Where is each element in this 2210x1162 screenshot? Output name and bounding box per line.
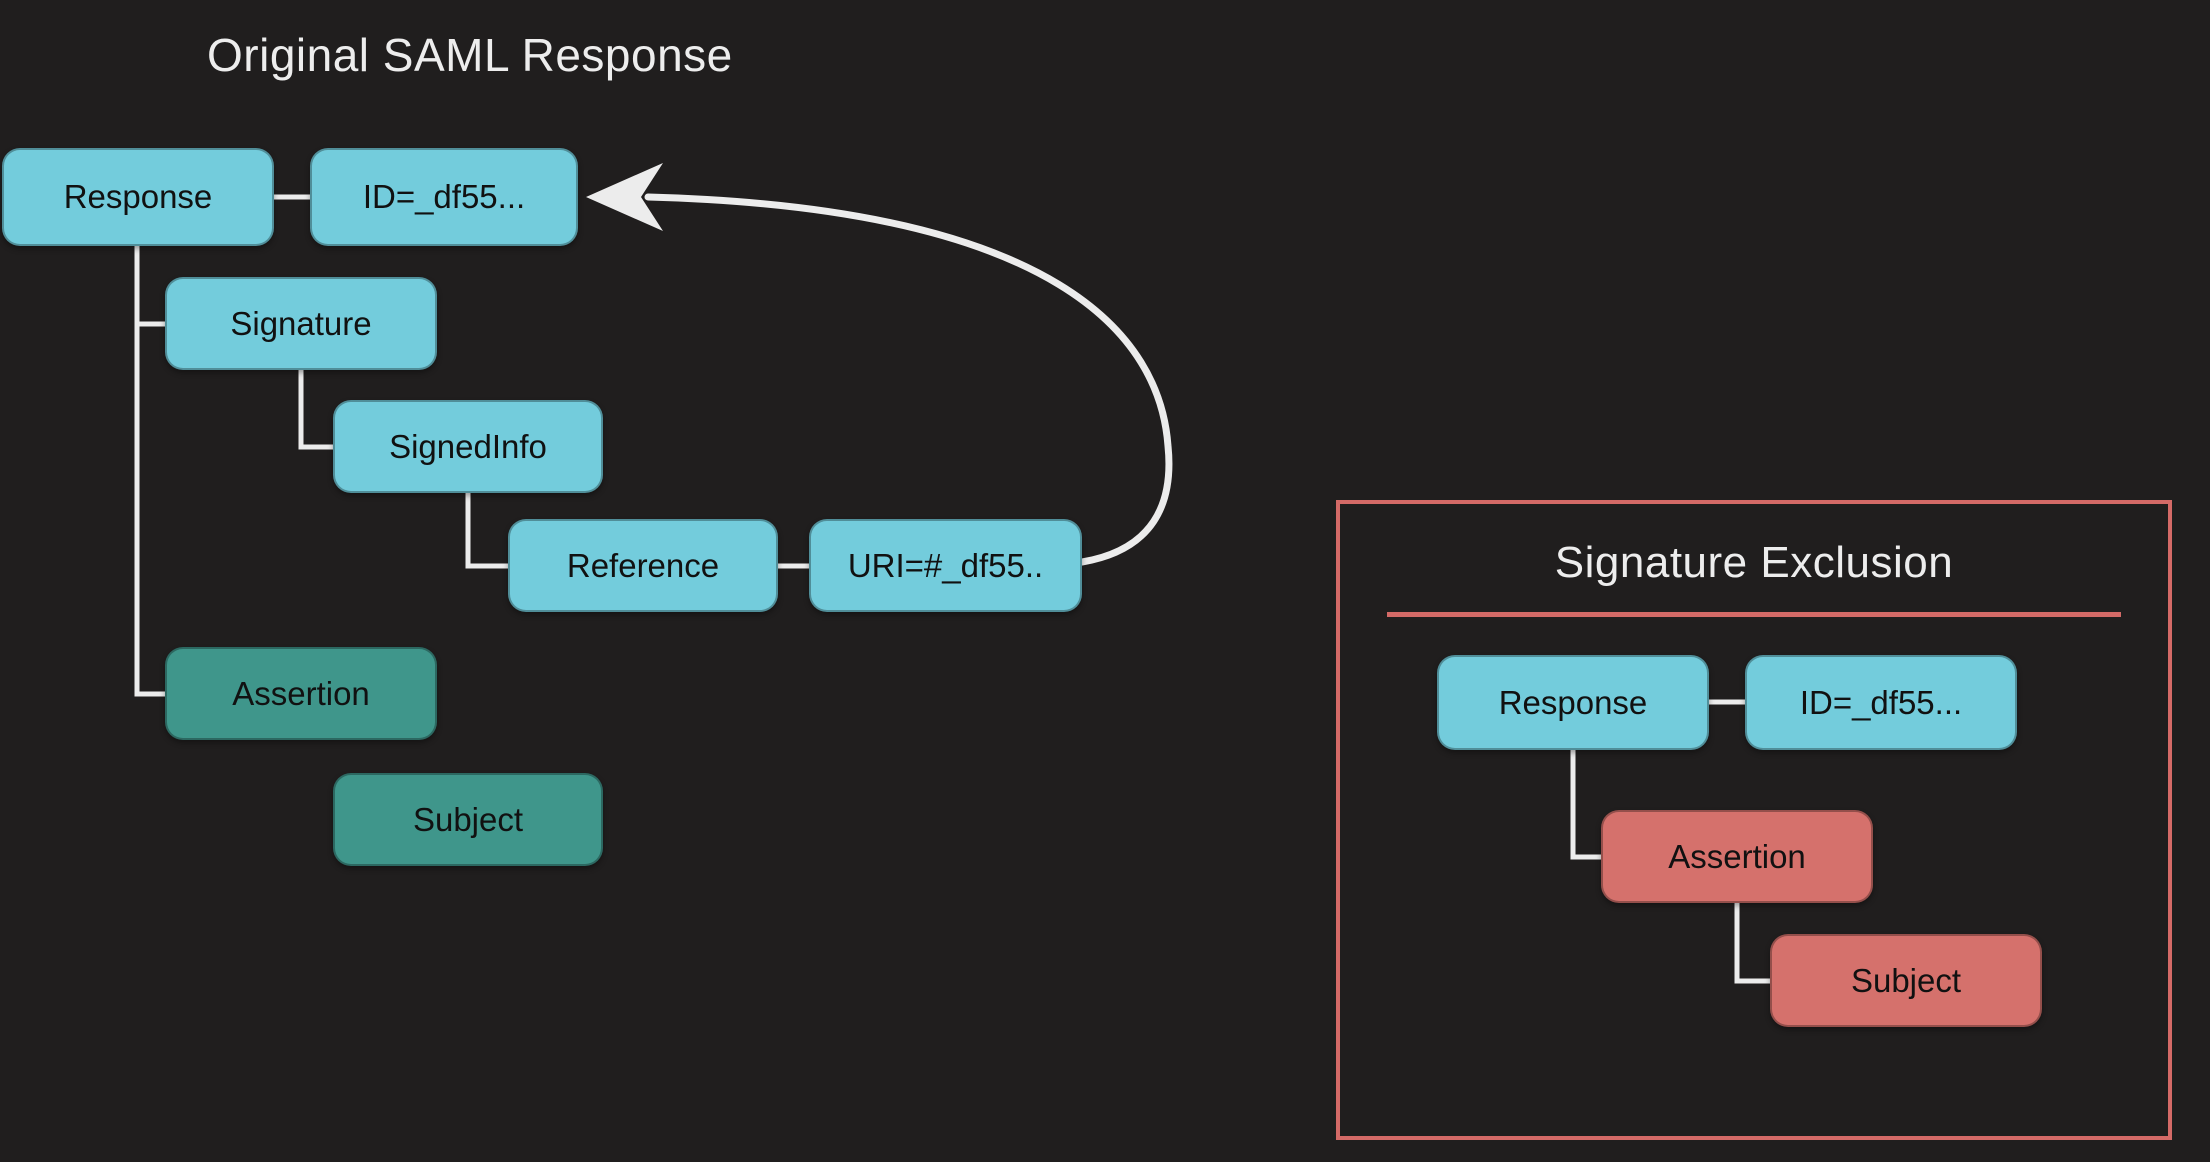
node-right-response: Response [1437,655,1709,750]
edge-signedinfo-reference [465,493,508,569]
node-id-attribute: ID=_df55... [310,148,578,246]
arrowhead-icon [586,163,663,231]
right-diagram-title: Signature Exclusion [1554,538,1954,587]
edge-right-response-assertion [1570,750,1601,860]
edge-signature-signedinfo [298,370,333,450]
title-divider [1387,612,2121,617]
node-signedinfo: SignedInfo [333,400,603,493]
node-right-assertion: Assertion [1601,810,1873,903]
node-signature: Signature [165,277,437,370]
left-diagram-title: Original SAML Response [207,29,733,81]
node-uri-attribute: URI=#_df55.. [809,519,1082,612]
signature-exclusion-panel: Signature Exclusion [1336,500,2172,1140]
node-response: Response [2,148,274,246]
edge-response-assertion [134,246,165,697]
node-right-id-attribute: ID=_df55... [1745,655,2017,750]
node-subject: Subject [333,773,603,866]
node-right-subject: Subject [1770,934,2042,1027]
node-reference: Reference [508,519,778,612]
node-assertion: Assertion [165,647,437,740]
uri-to-id-arrow-curve [644,193,1173,566]
edge-right-assertion-subject [1734,903,1770,984]
